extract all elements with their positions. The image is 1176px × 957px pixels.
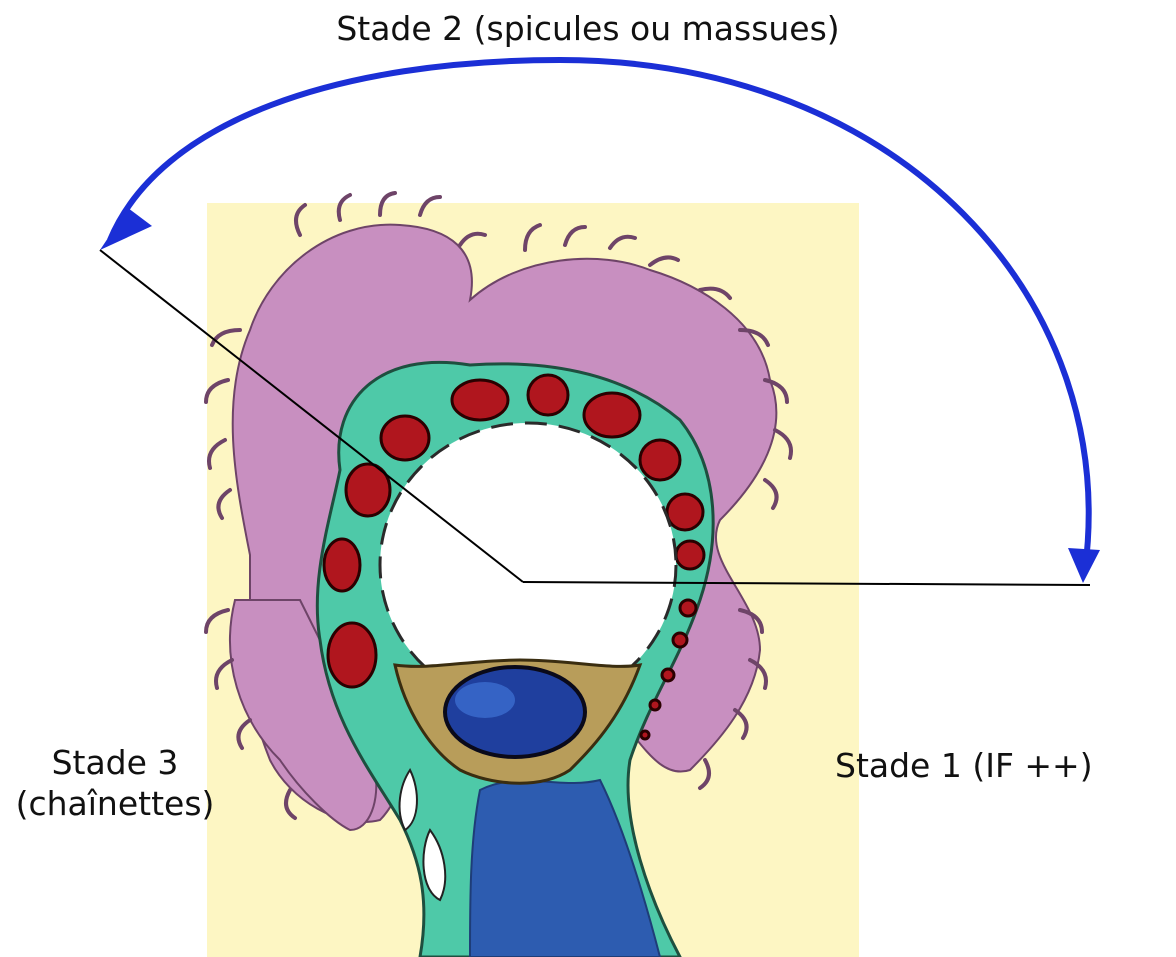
stade1-label: Stade 1 (IF ++) [835,745,1093,786]
stade3-label: Stade 3 (chaînettes) [0,742,230,825]
stade2-label: Stade 2 (spicules ou massues) [0,8,1176,49]
stade3-label-line2: (chaînettes) [0,783,230,824]
nucleus-highlight [455,682,515,718]
stade3-label-line1: Stade 3 [0,742,230,783]
